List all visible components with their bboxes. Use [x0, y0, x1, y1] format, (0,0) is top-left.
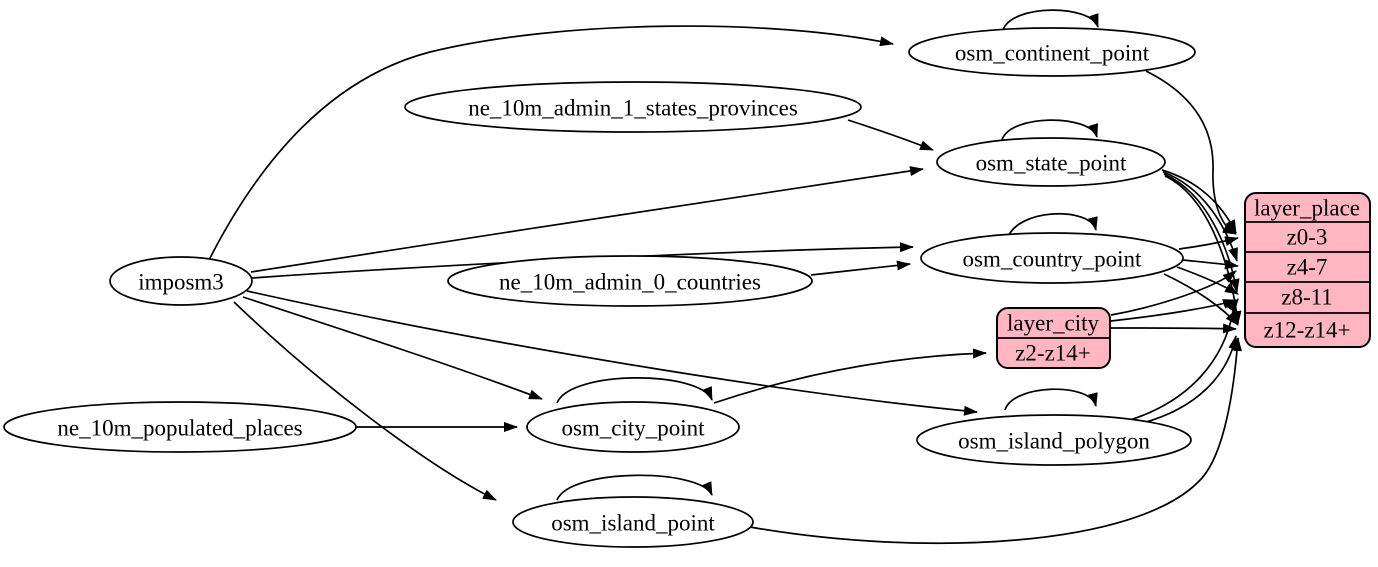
edge-ne_10m_admin_1_states_provinces-to-osm_state_point: [847, 119, 934, 151]
edge-osm_state_point-to-layer_place-z0-3: [1161, 169, 1237, 234]
table-layer_place: layer_place z0-3 z4-7 z8-11 z12-z14+: [1244, 192, 1371, 348]
node-osm_island_point-shape: [512, 496, 754, 548]
table-layer_place-row-z0-3: z0-3: [1287, 225, 1328, 250]
edge-osm_state_point-to-layer_place-z4-7: [1162, 171, 1238, 262]
node-ne_10m_admin_1_states_provinces: ne_10m_admin_1_states_provinces: [404, 81, 862, 133]
node-osm_continent_point-label: osm_continent_point: [955, 41, 1150, 66]
selfloop-osm_island_polygon: [1004, 388, 1098, 411]
table-layer_city-row-z2-z14: z2-z14+: [1015, 341, 1091, 366]
edge-osm_country_point-to-layer_place-z4-7: [1182, 259, 1239, 270]
node-osm_island_polygon-label: osm_island_polygon: [958, 429, 1150, 454]
node-ne_10m_admin_1_states_provinces-label: ne_10m_admin_1_states_provinces: [468, 96, 798, 121]
selfloop-osm_continent_point: [1002, 9, 1099, 31]
edge-imposm3-to-osm_continent_point: [208, 25, 894, 261]
node-ne_10m_admin_0_countries: ne_10m_admin_0_countries: [447, 255, 813, 307]
table-layer_place-row-z4-7: z4-7: [1287, 255, 1328, 280]
edge-osm_island_point-to-layer_place-z12-z14: [749, 337, 1243, 545]
edge-osm_island_polygon-to-layer_place-z8-11: [1126, 298, 1239, 422]
edge-osm_country_point-to-layer_place-z8-11: [1176, 266, 1239, 295]
node-osm_country_point: osm_country_point: [920, 232, 1184, 284]
edge-imposm3-to-osm_island_polygon: [246, 290, 978, 416]
table-layer_place-title: layer_place: [1254, 196, 1360, 221]
node-ne_10m_populated_places-shape: [3, 401, 357, 453]
node-ne_10m_admin_0_countries-shape: [447, 255, 813, 307]
node-osm_island_point: osm_island_point: [512, 496, 754, 548]
edge-layer: [208, 9, 1243, 545]
node-osm_continent_point: osm_continent_point: [908, 27, 1196, 77]
node-imposm3-shape: [109, 256, 253, 306]
node-osm_country_point-shape: [920, 232, 1184, 284]
edge-layer_city-to-layer_place-z12-z14: [1110, 323, 1237, 334]
table-layer_city: layer_city z2-z14+: [996, 307, 1111, 369]
node-ne_10m_admin_1_states_provinces-shape: [404, 81, 862, 133]
node-osm_continent_point-shape: [908, 27, 1196, 77]
selfloop-osm_city_point: [556, 377, 713, 404]
edge-ne_10m_admin_0_countries-to-osm_country_point: [810, 260, 911, 276]
node-osm_city_point-shape: [526, 401, 740, 453]
selfloop-osm_island_point: [556, 474, 713, 501]
table-layer_place-row-z8-11: z8-11: [1281, 285, 1333, 310]
selfloop-osm_state_point: [1001, 119, 1098, 141]
table-layer_city-title: layer_city: [1007, 311, 1099, 336]
edge-osm_country_point-to-layer_place-z12-z14: [1163, 273, 1239, 326]
edge-layer_city-to-layer_place-z4-7: [1110, 270, 1237, 316]
edge-imposm3-to-osm_island_point: [233, 301, 497, 501]
edge-osm_country_point-to-layer_place-z0-3: [1178, 236, 1239, 250]
selfloop-osm_country_point: [1006, 212, 1098, 241]
node-ne_10m_populated_places: ne_10m_populated_places: [3, 401, 357, 453]
node-osm_country_point-label: osm_country_point: [963, 247, 1142, 272]
node-osm_state_point-shape: [936, 137, 1166, 187]
edge-osm_continent_point-to-layer_place-z0-3: [1145, 70, 1237, 235]
node-ne_10m_admin_0_countries-label: ne_10m_admin_0_countries: [499, 270, 761, 295]
node-imposm3-label: imposm3: [138, 270, 224, 295]
table-layer_place-box: [1244, 192, 1371, 348]
node-imposm3: imposm3: [109, 256, 253, 306]
edge-imposm3-to-osm_city_point: [242, 296, 543, 400]
node-osm_city_point-label: osm_city_point: [561, 416, 705, 441]
node-osm_state_point: osm_state_point: [936, 137, 1166, 187]
node-osm_island_point-label: osm_island_point: [551, 511, 715, 536]
node-osm_city_point: osm_city_point: [526, 401, 740, 453]
edge-osm_city_point-to-layer_city: [713, 348, 987, 404]
node-osm_state_point-label: osm_state_point: [976, 151, 1127, 176]
edge-imposm3-to-osm_state_point: [250, 166, 924, 273]
table-layer_place-row-z12-z14: z12-z14+: [1263, 318, 1350, 343]
node-ne_10m_populated_places-label: ne_10m_populated_places: [57, 416, 302, 441]
node-osm_island_polygon: osm_island_polygon: [916, 414, 1192, 466]
node-osm_island_polygon-shape: [916, 414, 1192, 466]
